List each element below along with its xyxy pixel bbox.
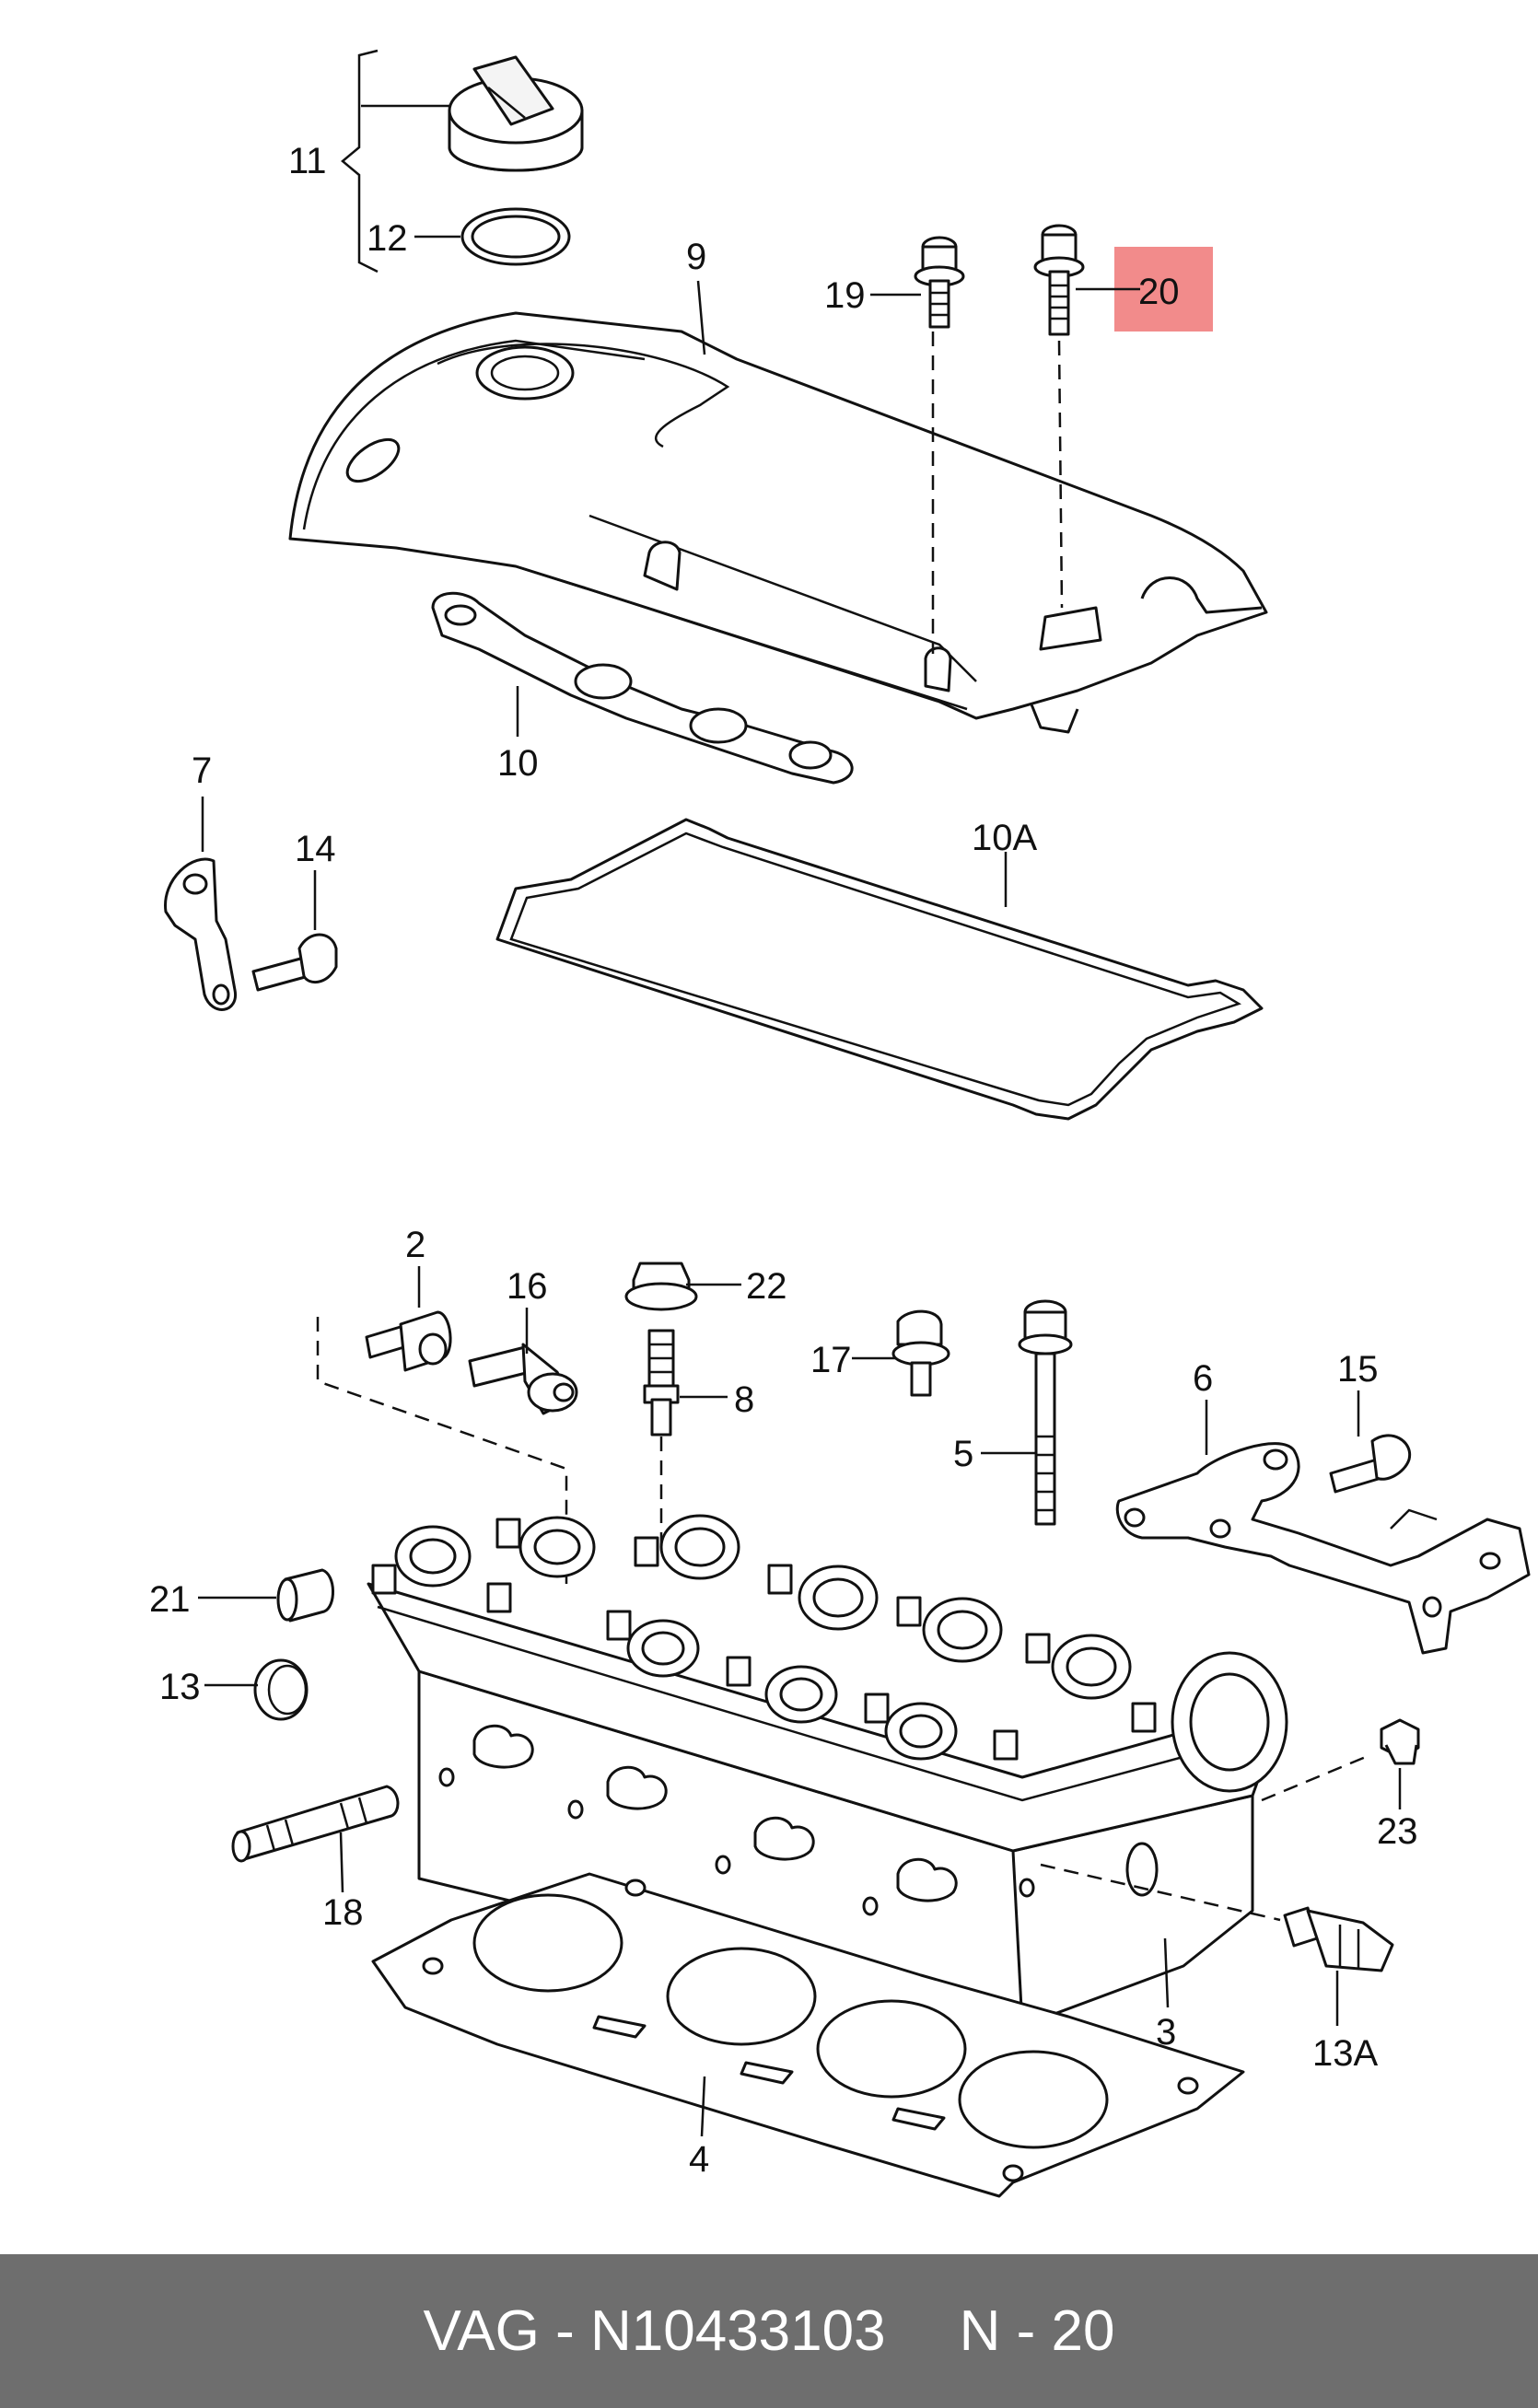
callout-20: 20 [1138, 272, 1180, 312]
stud-8 [643, 1329, 680, 1437]
callout-15: 15 [1337, 1349, 1379, 1390]
bolt-16 [468, 1343, 578, 1415]
callout-5: 5 [953, 1434, 973, 1474]
cylinder-head-cover [288, 311, 1268, 734]
callout-14: 14 [295, 829, 336, 869]
callout-23: 23 [1377, 1811, 1418, 1852]
exploded-parts-diagram: 11 12 9 19 20 10 7 14 10A 2 16 22 17 8 6… [149, 49, 1531, 2198]
stud-18 [231, 1785, 400, 1863]
gasket-10A [495, 818, 1264, 1121]
callout-13A: 13A [1312, 2033, 1378, 2074]
seal-ring [460, 207, 571, 266]
callout-10A: 10A [972, 818, 1037, 858]
callout-18: 18 [322, 1892, 364, 1933]
part-number-footer: VAG - N10433103 N - 20 [0, 2254, 1538, 2408]
callout-8: 8 [734, 1379, 754, 1420]
callout-6: 6 [1193, 1358, 1213, 1399]
position-number-text: N - 20 [959, 2299, 1115, 2363]
head-gasket [371, 1872, 1245, 2198]
bolt-19 [914, 236, 965, 329]
gasket-10 [431, 591, 854, 785]
callout-13: 13 [159, 1667, 201, 1707]
callout-9: 9 [686, 237, 706, 277]
callout-11: 11 [288, 141, 327, 181]
bracket-6 [1115, 1442, 1531, 1655]
bolt-20 [1033, 224, 1085, 336]
bracket-7 [164, 857, 238, 1011]
dowel-21 [276, 1568, 334, 1623]
callout-7: 7 [192, 750, 212, 791]
callout-16: 16 [507, 1266, 548, 1307]
part-number-text: VAG - N10433103 [423, 2299, 886, 2363]
sensor-13A [1283, 1906, 1394, 1972]
plug-13 [253, 1658, 309, 1721]
cylinder-head [367, 1514, 1288, 2028]
callout-3: 3 [1156, 2012, 1176, 2053]
bolt-15 [1329, 1434, 1412, 1494]
dowel-sleeve-2 [365, 1310, 452, 1372]
oil-filler-cap [448, 55, 584, 172]
callout-4: 4 [689, 2139, 709, 2180]
bolt-14 [251, 933, 338, 992]
sender-23 [1380, 1718, 1420, 1765]
bolt-17 [891, 1309, 950, 1397]
callout-17: 17 [810, 1340, 852, 1380]
callout-22: 22 [746, 1266, 787, 1307]
nut-22 [624, 1262, 698, 1311]
callout-12: 12 [367, 218, 408, 259]
head-bolt-5 [1018, 1299, 1073, 1526]
bracket-11 [341, 49, 379, 273]
callout-19: 19 [824, 275, 866, 316]
callout-10: 10 [497, 743, 539, 784]
callout-21: 21 [149, 1579, 191, 1620]
callout-2: 2 [405, 1225, 425, 1265]
